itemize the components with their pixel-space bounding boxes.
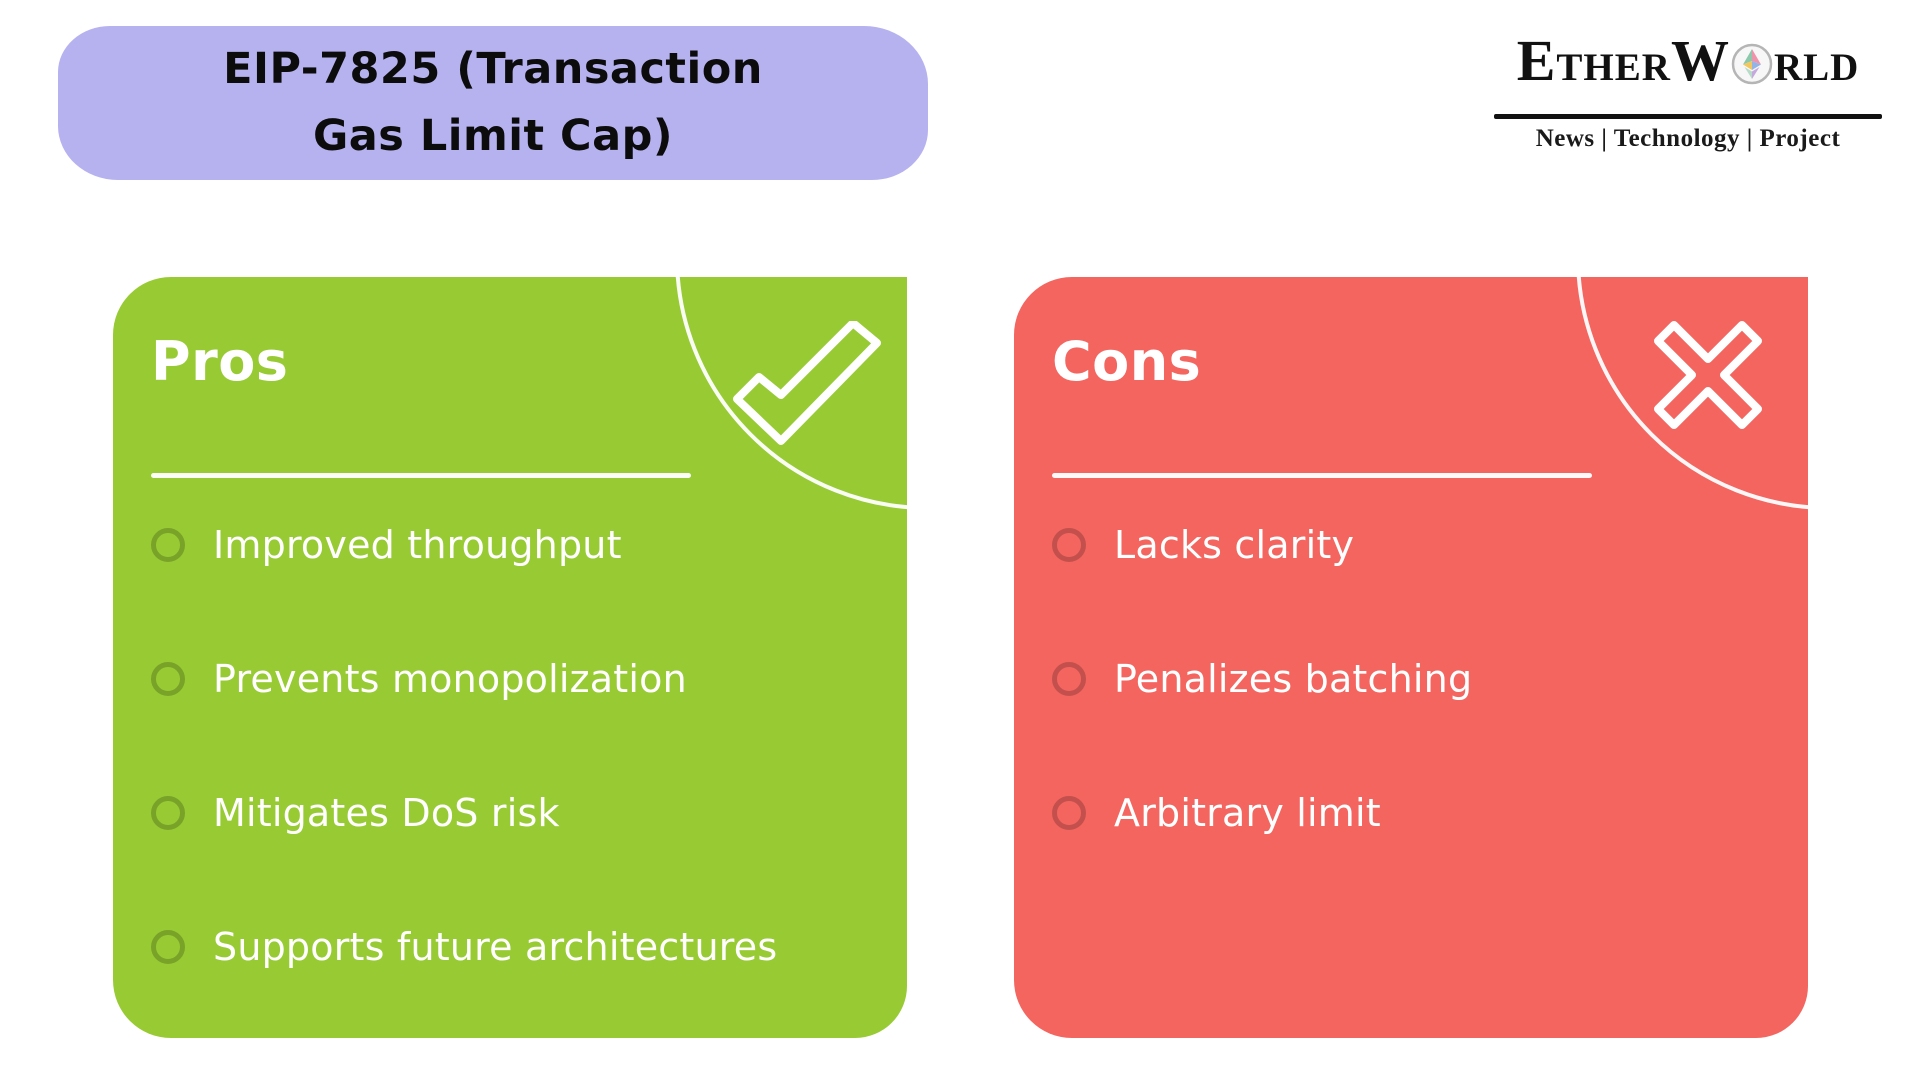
pros-divider <box>151 473 691 478</box>
cross-icon <box>1642 309 1774 445</box>
logo-letters-rld: RLD <box>1773 46 1860 89</box>
bullet-circle-icon <box>151 796 185 830</box>
bullet-circle-icon <box>151 662 185 696</box>
title-banner: EIP-7825 (Transaction Gas Limit Cap) <box>58 26 928 180</box>
cons-card: Cons Lacks clarity Penalizes batching Ar… <box>1014 277 1808 1038</box>
list-item: Penalizes batching <box>1052 657 1778 701</box>
list-item: Supports future architectures <box>151 925 877 969</box>
cons-list: Lacks clarity Penalizes batching Arbitra… <box>1052 523 1778 927</box>
logo-tagline: News | Technology | Project <box>1535 125 1841 152</box>
list-item-label: Supports future architectures <box>213 925 778 969</box>
logo-letter-e: E <box>1516 28 1557 93</box>
bullet-circle-icon <box>1052 796 1086 830</box>
logo-wordmark: ETHERW RLD <box>1492 30 1884 112</box>
list-item: Improved throughput <box>151 523 877 567</box>
bullet-circle-icon <box>1052 662 1086 696</box>
check-icon <box>725 319 885 455</box>
ethereum-globe-icon <box>1731 43 1773 112</box>
list-item-label: Penalizes batching <box>1114 657 1473 701</box>
logo-letter-w: W <box>1670 28 1730 93</box>
etherworld-logo: ETHERW RLD News | Technology | Project <box>1492 30 1884 153</box>
list-item-label: Prevents monopolization <box>213 657 687 701</box>
cons-divider <box>1052 473 1592 478</box>
list-item-label: Lacks clarity <box>1114 523 1355 567</box>
pros-list: Improved throughput Prevents monopolizat… <box>151 523 877 1038</box>
list-item-label: Mitigates DoS risk <box>213 791 560 835</box>
list-item: Lacks clarity <box>1052 523 1778 567</box>
bullet-circle-icon <box>1052 528 1086 562</box>
list-item: Prevents monopolization <box>151 657 877 701</box>
list-item-label: Improved throughput <box>213 523 622 567</box>
pros-title: Pros <box>151 330 289 393</box>
bullet-circle-icon <box>151 930 185 964</box>
pros-card: Pros Improved throughput Prevents monopo… <box>113 277 907 1038</box>
page-title-line1: EIP-7825 (Transaction <box>223 44 763 94</box>
list-item-label: Arbitrary limit <box>1114 791 1381 835</box>
list-item: Mitigates DoS risk <box>151 791 877 835</box>
cons-title: Cons <box>1052 330 1202 393</box>
logo-letters-ther: THER <box>1556 46 1671 89</box>
logo-underline <box>1494 114 1882 119</box>
page-title-line2: Gas Limit Cap) <box>312 111 674 161</box>
bullet-circle-icon <box>151 528 185 562</box>
list-item: Arbitrary limit <box>1052 791 1778 835</box>
